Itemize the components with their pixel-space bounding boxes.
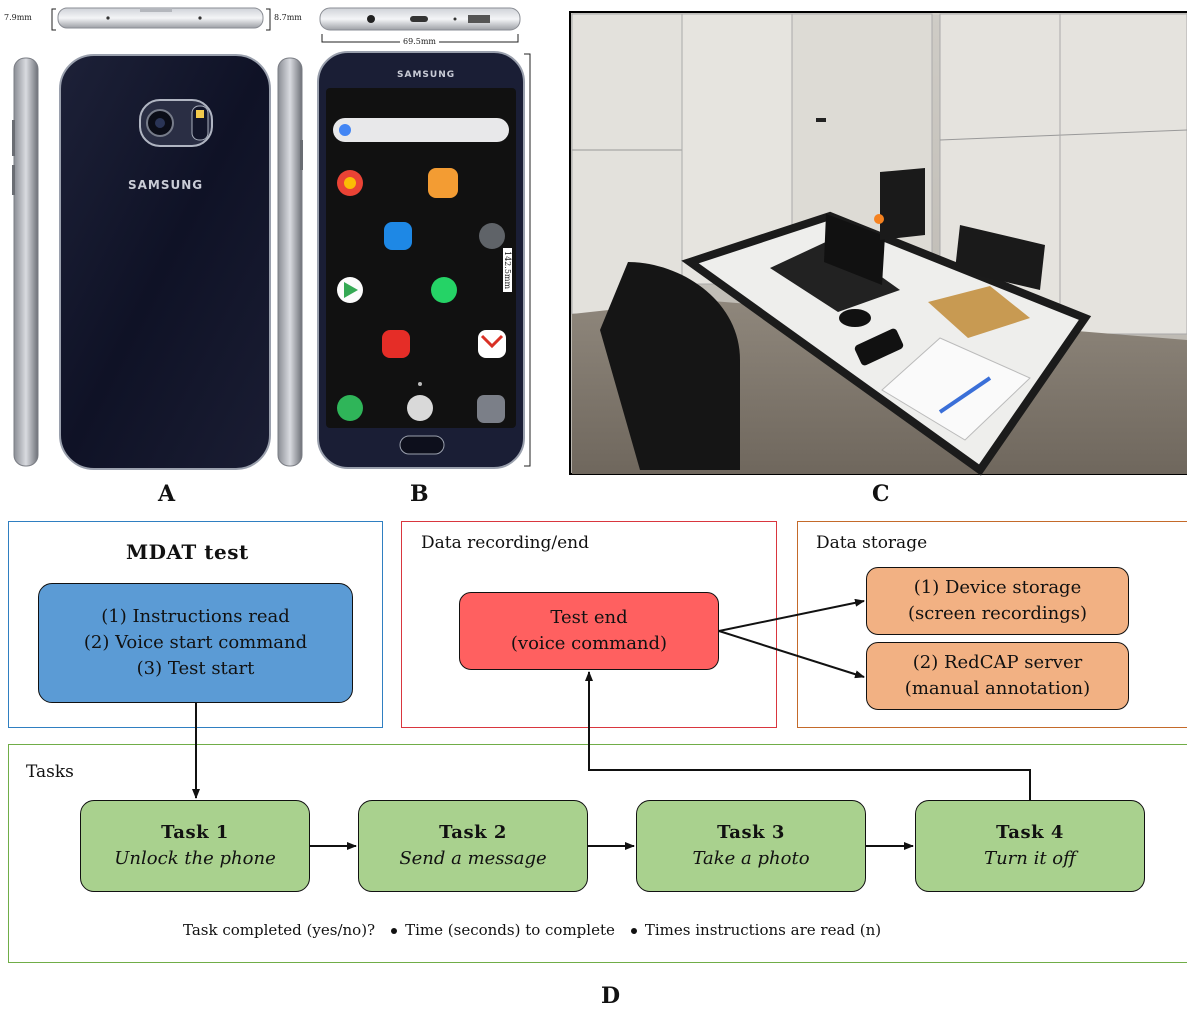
panel-label-a: A (158, 481, 176, 507)
dimension-thickness-left: 7.9mm (4, 13, 32, 22)
phone-bottom-edge-view (319, 7, 521, 31)
device-storage-line2: (screen recordings) (908, 603, 1087, 624)
mdat-step-2: (2) Voice start command (83, 632, 308, 653)
phone-front-brand: SAMSUNG (397, 70, 456, 80)
test-end-line1: Test end (550, 607, 628, 628)
dimension-width: 69.5mm (400, 37, 439, 46)
dimension-height: 142.5mm (503, 248, 512, 293)
task-2-node: Task 2 Send a message (358, 800, 588, 892)
mdat-step-3: (3) Test start (136, 658, 255, 679)
task-4-node: Task 4 Turn it off (915, 800, 1145, 892)
redcap-line2: (manual annotation) (904, 678, 1091, 699)
task-4-subtitle: Turn it off (984, 848, 1076, 869)
mdat-step-1: (1) Instructions read (101, 606, 290, 627)
phone-front-view (317, 51, 525, 469)
panel-label-d: D (601, 983, 621, 1009)
panel-label-c: C (872, 481, 890, 507)
device-storage-node: (1) Device storage (screen recordings) (866, 567, 1129, 635)
task-3-subtitle: Take a photo (692, 848, 810, 869)
task-3-node: Task 3 Take a photo (636, 800, 866, 892)
task-1-subtitle: Unlock the phone (114, 848, 276, 869)
metric-completed: Task completed (yes/no)? (183, 921, 376, 939)
device-storage-line1: (1) Device storage (913, 577, 1082, 598)
redcap-line1: (2) RedCAP server (912, 652, 1083, 673)
phone-back-view (59, 54, 271, 470)
task-2-title: Task 2 (439, 822, 507, 843)
task-1-title: Task 1 (161, 822, 229, 843)
metric-time: Time (seconds) to complete (405, 921, 615, 939)
metric-reads: Times instructions are read (n) (644, 921, 882, 939)
phone-right-side-view (277, 57, 303, 467)
task-metrics: Task completed (yes/no)? Time (seconds) t… (183, 921, 881, 939)
task-1-node: Task 1 Unlock the phone (80, 800, 310, 892)
phone-back-brand: SAMSUNG (128, 178, 204, 192)
task-3-title: Task 3 (717, 822, 785, 843)
phone-top-edge-view (57, 7, 264, 29)
recording-title: Data recording/end (421, 533, 589, 553)
bullet-icon (391, 928, 398, 934)
test-end-line2: (voice command) (510, 633, 668, 654)
panel-label-b: B (410, 481, 429, 507)
test-end-node: Test end (voice command) (459, 592, 719, 670)
tasks-title: Tasks (26, 762, 74, 782)
mdat-steps-node: (1) Instructions read (2) Voice start co… (38, 583, 353, 703)
bullet-icon (630, 928, 637, 934)
storage-title: Data storage (816, 533, 928, 553)
task-4-title: Task 4 (996, 822, 1064, 843)
phone-left-side-view (12, 57, 39, 467)
task-2-subtitle: Send a message (399, 848, 547, 869)
mdat-title: MDAT test (126, 540, 249, 564)
room-photo (569, 11, 1187, 476)
dimension-thickness-right: 8.7mm (274, 13, 302, 22)
redcap-server-node: (2) RedCAP server (manual annotation) (866, 642, 1129, 710)
